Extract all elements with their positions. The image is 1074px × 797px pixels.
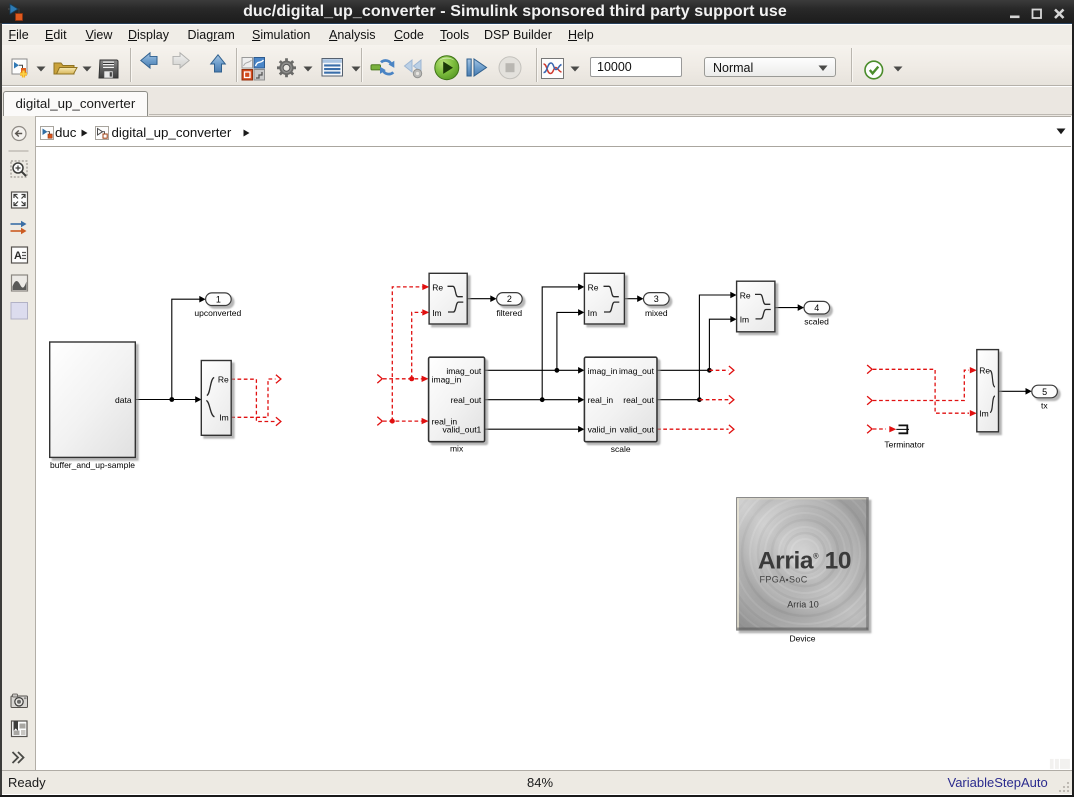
svg-text:real_in: real_in (588, 395, 614, 405)
svg-text:Re: Re (432, 282, 443, 292)
svg-text:mixed: mixed (645, 308, 668, 318)
svg-text:Re: Re (588, 282, 599, 292)
svg-text:Im: Im (979, 409, 988, 419)
svg-text:5: 5 (1042, 387, 1047, 397)
svg-text:Im: Im (219, 413, 228, 423)
svg-text:upconverted: upconverted (194, 308, 241, 318)
svg-text:A: A (14, 250, 22, 262)
svg-text:scale: scale (611, 444, 631, 454)
svg-text:Im: Im (588, 308, 597, 318)
svg-text:Device: Device (790, 634, 816, 644)
svg-text:imag_in: imag_in (432, 374, 462, 384)
svg-text:2: 2 (507, 294, 512, 304)
svg-text:tx: tx (1041, 401, 1048, 411)
svg-text:FPGA•SoC: FPGA•SoC (760, 575, 808, 585)
svg-text:1: 1 (216, 295, 221, 305)
svg-text:Im: Im (432, 308, 441, 318)
svg-text:data: data (115, 395, 132, 405)
svg-text:scaled: scaled (804, 316, 829, 326)
svg-text:real_out: real_out (623, 395, 654, 405)
svg-text:valid_in: valid_in (588, 425, 617, 435)
svg-text:imag_out: imag_out (446, 366, 482, 376)
svg-text:imag_out: imag_out (619, 366, 655, 376)
svg-text:filtered: filtered (497, 308, 523, 318)
svg-text:imag_in: imag_in (588, 366, 618, 376)
svg-text:buffer_and_up-sample: buffer_and_up-sample (50, 460, 135, 470)
svg-text:Re: Re (218, 375, 229, 385)
svg-text:4: 4 (814, 303, 819, 313)
svg-text:3: 3 (654, 294, 659, 304)
svg-text:Re: Re (979, 366, 990, 376)
svg-text:Terminator: Terminator (884, 440, 924, 450)
svg-text:Arria® 10: Arria® 10 (758, 548, 851, 575)
svg-text:valid_out1: valid_out1 (443, 425, 482, 435)
svg-text:valid_out: valid_out (620, 425, 655, 435)
svg-text:real_in: real_in (432, 417, 458, 427)
svg-text:real_out: real_out (451, 395, 482, 405)
svg-text:Re: Re (740, 291, 751, 301)
svg-text:Im: Im (740, 315, 749, 325)
svg-text:mix: mix (450, 444, 464, 454)
svg-text:Arria 10: Arria 10 (787, 600, 819, 610)
